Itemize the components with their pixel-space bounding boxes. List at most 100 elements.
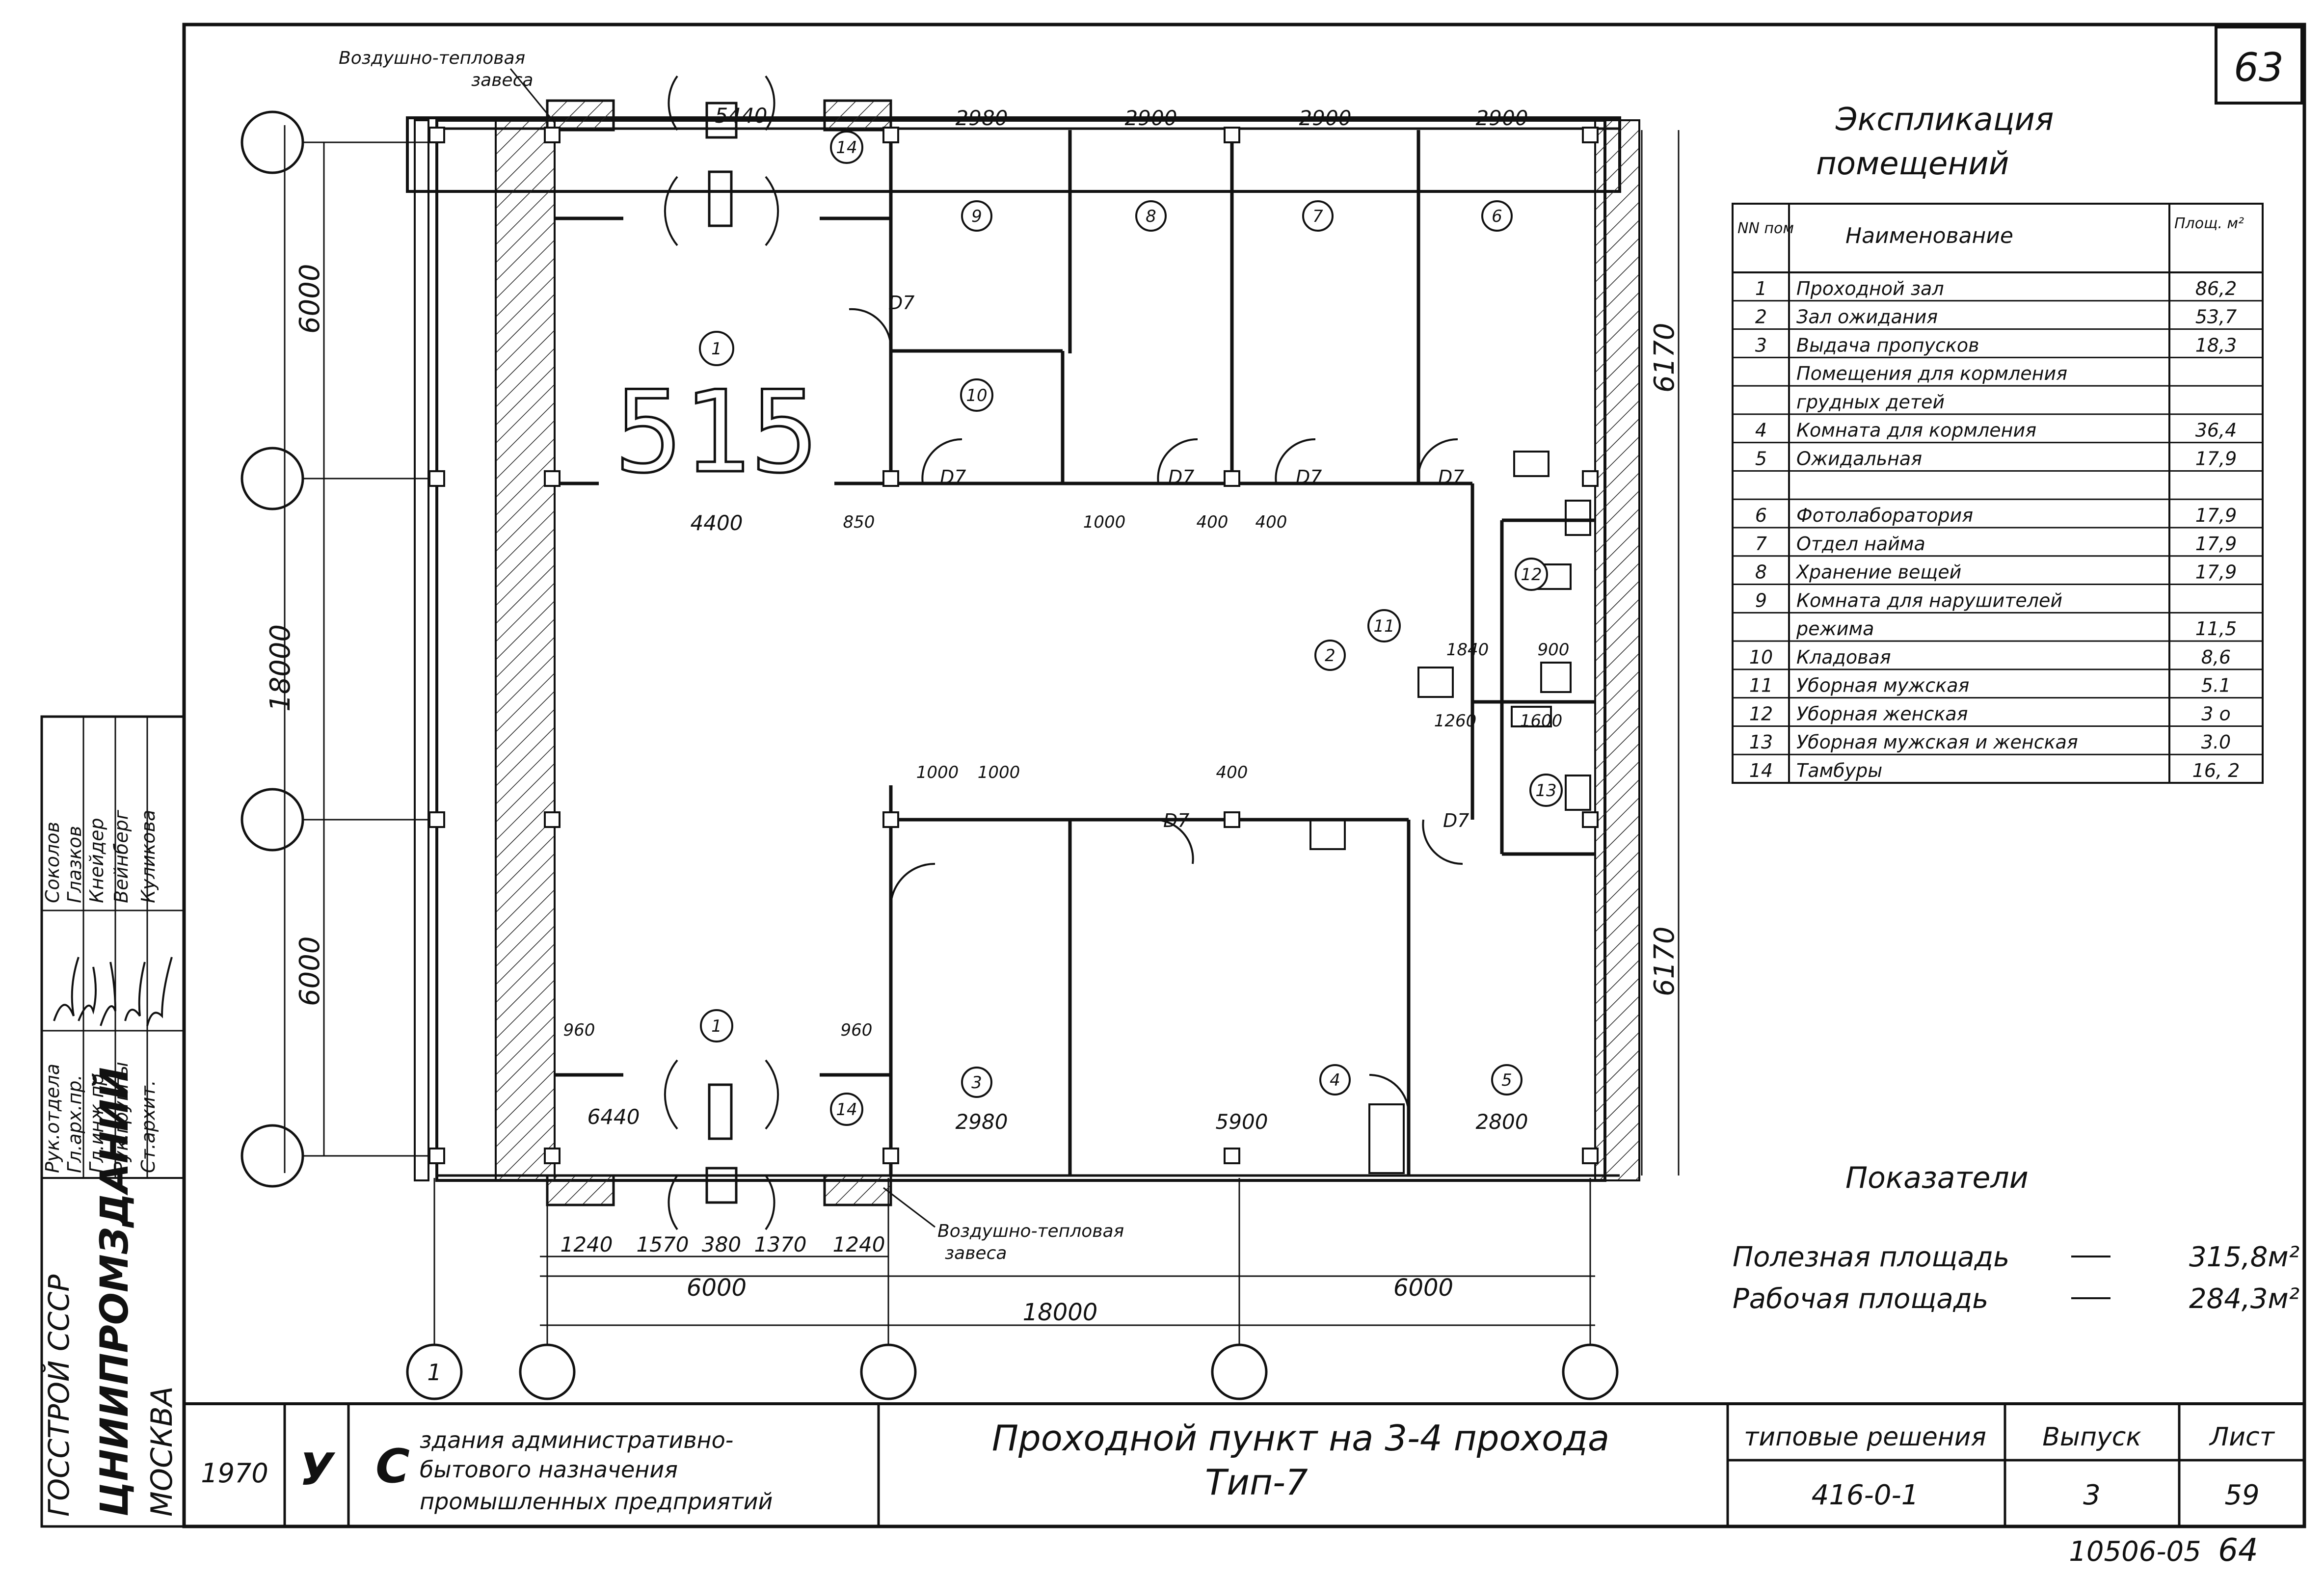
title-letter-c: С <box>375 1440 410 1494</box>
outer-walls <box>406 116 1640 1182</box>
legend-row-num: 8 <box>1755 561 1767 583</box>
legend-row-name: Кладовая <box>1796 646 1891 668</box>
legend-row-num: 2 <box>1755 306 1767 328</box>
signatures <box>53 957 173 1026</box>
axis-bubbles-left <box>240 110 304 1188</box>
svg-text:900: 900 <box>1538 640 1570 660</box>
svg-text:6: 6 <box>1492 207 1502 226</box>
legend-row-area: 11,5 <box>2195 618 2237 640</box>
legend-row-name: Фотолаборатория <box>1796 505 1973 526</box>
svg-text:14: 14 <box>836 1100 857 1120</box>
legend-row-area: 53,7 <box>2195 306 2237 328</box>
svg-text:D7: D7 <box>1168 466 1194 488</box>
legend-row-name: Комната для кормления <box>1796 420 2036 441</box>
legend-title-l2: помещений <box>1816 146 2009 182</box>
title-year: 1970 <box>201 1458 268 1489</box>
svg-text:1: 1 <box>711 339 722 359</box>
org-gosstroy: ГОССТРОЙ СССР <box>42 1275 76 1517</box>
legend-row-name: Уборная женская <box>1796 703 1968 724</box>
left-dim-top: 6000 <box>294 264 326 334</box>
role-2: Гл.арх.пр. <box>64 1074 85 1173</box>
svg-text:1370: 1370 <box>754 1232 807 1256</box>
legend-row-name: Выдача пропусков <box>1796 334 1979 356</box>
project-title: Проходной пункт на 3-4 прохода <box>992 1417 1609 1459</box>
entry-doors <box>664 75 779 1230</box>
legend-row-num: 13 <box>1749 731 1773 753</box>
legend-row-name: Хранение вещей <box>1795 561 1961 583</box>
legend-row-num: 4 <box>1755 420 1767 441</box>
svg-text:1260: 1260 <box>1434 711 1477 731</box>
svg-text:380: 380 <box>702 1232 741 1256</box>
legend-row-name: режима <box>1796 618 1874 640</box>
vestibules <box>546 99 892 1206</box>
svg-text:960: 960 <box>563 1020 595 1040</box>
svg-text:400: 400 <box>1255 512 1287 532</box>
legend-row-num: 7 <box>1755 533 1767 555</box>
bottom-stamp: 10506-05 <box>2069 1536 2201 1568</box>
title-block <box>283 1404 2304 1526</box>
solutions-value: 416-0-1 <box>1812 1479 1919 1511</box>
legend-row-num: 3 <box>1755 334 1767 356</box>
name-1: Соколов <box>42 822 63 903</box>
sheet-number-box <box>2215 26 2303 105</box>
role-1: Рук.отдела <box>42 1064 63 1173</box>
svg-text:1240: 1240 <box>833 1232 885 1256</box>
svg-text:850: 850 <box>843 512 875 532</box>
indicators-title: Показатели <box>1845 1161 2029 1195</box>
legend-row-area: 3.0 <box>2201 731 2231 753</box>
issue-value: 3 <box>2083 1479 2101 1511</box>
legend-row-name: Зал ожидания <box>1796 306 1938 328</box>
svg-text:2980: 2980 <box>956 106 1008 130</box>
legend-row-num: 10 <box>1749 646 1773 668</box>
legend-row-area: 8,6 <box>2201 646 2231 668</box>
svg-text:6000: 6000 <box>1393 1274 1453 1302</box>
bottom-stamp-2: 64 <box>2218 1532 2258 1569</box>
legend-row-name: Комната для нарушителей <box>1796 589 2062 611</box>
legend-row-name: Отдел найма <box>1796 533 1925 555</box>
air-curtain-bottom-l2: завеса <box>945 1243 1007 1263</box>
svg-text:D7: D7 <box>940 466 966 488</box>
right-dim-bottom: 6170 <box>1649 926 1681 996</box>
legend-row-area: 17,9 <box>2195 505 2237 526</box>
svg-text:2900: 2900 <box>1125 106 1177 130</box>
name-4: Вейнберг <box>110 809 132 903</box>
svg-text:960: 960 <box>841 1020 873 1040</box>
svg-text:5900: 5900 <box>1216 1110 1268 1134</box>
air-curtain-bottom-l1: Воздушно-тепловая <box>937 1221 1124 1241</box>
name-2: Глазков <box>64 826 85 903</box>
svg-text:5440: 5440 <box>715 104 768 128</box>
svg-text:4: 4 <box>1330 1070 1340 1090</box>
legend-row-num: 1 <box>1755 278 1767 299</box>
left-dim-total: 18000 <box>265 624 296 712</box>
svg-text:4400: 4400 <box>691 511 743 535</box>
role-3: Гл.инж.пр. <box>86 1068 107 1173</box>
svg-text:11: 11 <box>1373 616 1394 636</box>
legend-row-area: 5.1 <box>2201 675 2231 696</box>
name-5: Куликова <box>137 810 159 903</box>
legend-row-name: Уборная мужская <box>1796 675 1969 696</box>
svg-text:18000: 18000 <box>1023 1299 1098 1326</box>
legend-row-num: 12 <box>1749 703 1773 724</box>
legend-row-area: 17,9 <box>2195 533 2237 555</box>
legend-row-num: 11 <box>1749 675 1773 696</box>
columns <box>428 127 1599 1164</box>
legend-row-num: 5 <box>1755 448 1767 469</box>
org-cniipromzdaniy: ЦНИИПРОМЗДАНИЙ <box>92 1067 137 1517</box>
door-marks: D7 D7 D7 D7 D7 D7 D7 <box>888 292 1469 831</box>
svg-text:6000: 6000 <box>687 1274 747 1302</box>
svg-text:D7: D7 <box>1296 466 1322 488</box>
svg-text:2900: 2900 <box>1299 106 1352 130</box>
legend-row-area: 86,2 <box>2195 278 2237 299</box>
svg-text:6440: 6440 <box>588 1105 640 1129</box>
svg-text:400: 400 <box>1216 763 1248 782</box>
sanitary-fixtures <box>1309 451 1591 1174</box>
plan-mark-515: 515 <box>614 367 818 498</box>
air-curtain-top-l1: Воздушно-тепловая <box>339 48 525 68</box>
room-bubbles <box>699 131 1563 1126</box>
svg-text:400: 400 <box>1197 512 1229 532</box>
side-stamp-roles: Рук.отдела Гл.арх.пр. Гл.инж.пр. Рук.гру… <box>42 1062 159 1173</box>
legend-row-num: 14 <box>1749 760 1773 781</box>
air-curtain-top-l2: завеса <box>471 70 533 90</box>
svg-text:2800: 2800 <box>1476 1110 1528 1134</box>
role-5: Ст.архит. <box>137 1080 159 1173</box>
